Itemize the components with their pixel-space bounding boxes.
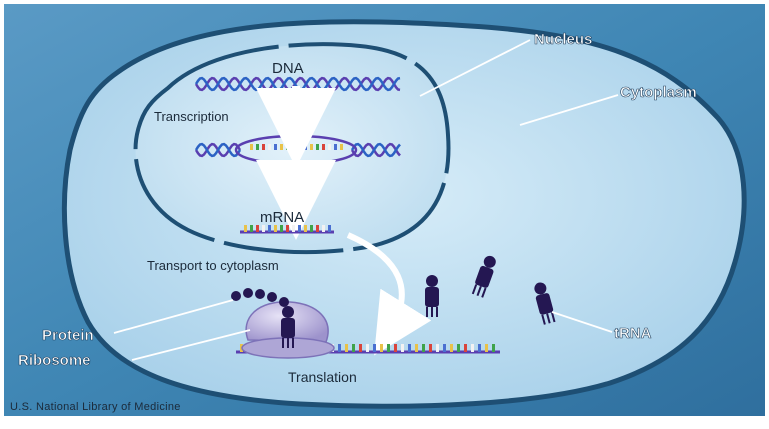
nucleotide-base: [380, 344, 383, 352]
label-protein: Protein: [42, 327, 94, 344]
leader-line-nucleus: [419, 39, 531, 97]
nucleotide-base: [274, 225, 277, 232]
nucleotide-base: [298, 144, 301, 150]
nucleotide-base: [274, 144, 277, 150]
nucleotide-base: [268, 225, 271, 232]
nucleotide-base: [286, 144, 289, 150]
nucleotide-base: [262, 144, 265, 150]
label-ribosome: Ribosome: [18, 352, 91, 369]
nucleotide-base: [316, 144, 319, 150]
nucleotide-base: [268, 144, 271, 150]
nucleotide-base: [429, 344, 432, 352]
nucleotide-base: [359, 344, 362, 352]
label-translation: Translation: [288, 369, 357, 385]
leader-line-ribosome: [131, 329, 251, 361]
trna-molecule-icon: [471, 255, 496, 298]
transport-arrow: [346, 232, 432, 356]
nucleotide-base: [485, 344, 488, 352]
nucleotide-base: [366, 344, 369, 352]
trna-in-ribosome-icon: [281, 306, 295, 348]
nucleotide-base: [316, 225, 319, 232]
nucleotide-base: [415, 344, 418, 352]
nucleotide-base: [373, 344, 376, 352]
trna-molecule-icon: [425, 275, 439, 317]
label-trna: tRNA: [614, 325, 652, 342]
nucleotide-base: [464, 344, 467, 352]
nucleotide-base: [450, 344, 453, 352]
nucleotide-base: [492, 344, 495, 352]
nucleotide-base: [244, 225, 247, 232]
leader-line-trna: [551, 311, 613, 333]
nucleotide-base: [340, 144, 343, 150]
label-nucleus: Nucleus: [534, 31, 592, 48]
label-transport: Transport to cytoplasm: [147, 258, 279, 273]
nucleotide-base: [250, 144, 253, 150]
nucleotide-base: [280, 225, 283, 232]
nucleotide-base: [443, 344, 446, 352]
nucleotide-base: [328, 144, 331, 150]
nucleotide-base: [338, 344, 341, 352]
nucleotide-base: [304, 144, 307, 150]
nucleotide-base: [292, 144, 295, 150]
nucleotide-base: [408, 344, 411, 352]
nucleotide-base: [250, 225, 253, 232]
nucleotide-base: [304, 225, 307, 232]
credit-text: U.S. National Library of Medicine: [10, 401, 181, 413]
nucleotide-base: [387, 344, 390, 352]
label-transcription: Transcription: [154, 109, 229, 124]
nucleotide-base: [280, 144, 283, 150]
nucleotide-base: [328, 225, 331, 232]
nucleotide-base: [310, 144, 313, 150]
nucleotide-base: [478, 344, 481, 352]
nucleotide-base: [352, 344, 355, 352]
trna-molecule-icon: [534, 282, 556, 325]
amino-acid-chain-icon: [231, 288, 289, 307]
label-cytoplasm: Cytoplasm: [620, 84, 697, 101]
nucleotide-base: [256, 144, 259, 150]
label-dna: DNA: [272, 60, 304, 77]
nucleotide-base: [310, 225, 313, 232]
nuclear-mrna-strand: [240, 225, 334, 234]
nucleotide-base: [457, 344, 460, 352]
nucleotide-base: [256, 225, 259, 232]
nucleotide-base: [394, 344, 397, 352]
leader-line-cytoplasm: [519, 94, 619, 126]
nucleotide-base: [401, 344, 404, 352]
nucleotide-base: [286, 225, 289, 232]
leader-line-protein: [113, 299, 234, 334]
nucleotide-base: [322, 144, 325, 150]
nucleotide-base: [471, 344, 474, 352]
label-mrna: mRNA: [260, 209, 304, 226]
nucleotide-base: [262, 225, 265, 232]
nucleotide-base: [436, 344, 439, 352]
nucleotide-base: [292, 225, 295, 232]
nucleotide-base: [345, 344, 348, 352]
nucleotide-base: [322, 225, 325, 232]
nucleotide-base: [298, 225, 301, 232]
nucleotide-base: [422, 344, 425, 352]
nucleotide-base: [334, 144, 337, 150]
